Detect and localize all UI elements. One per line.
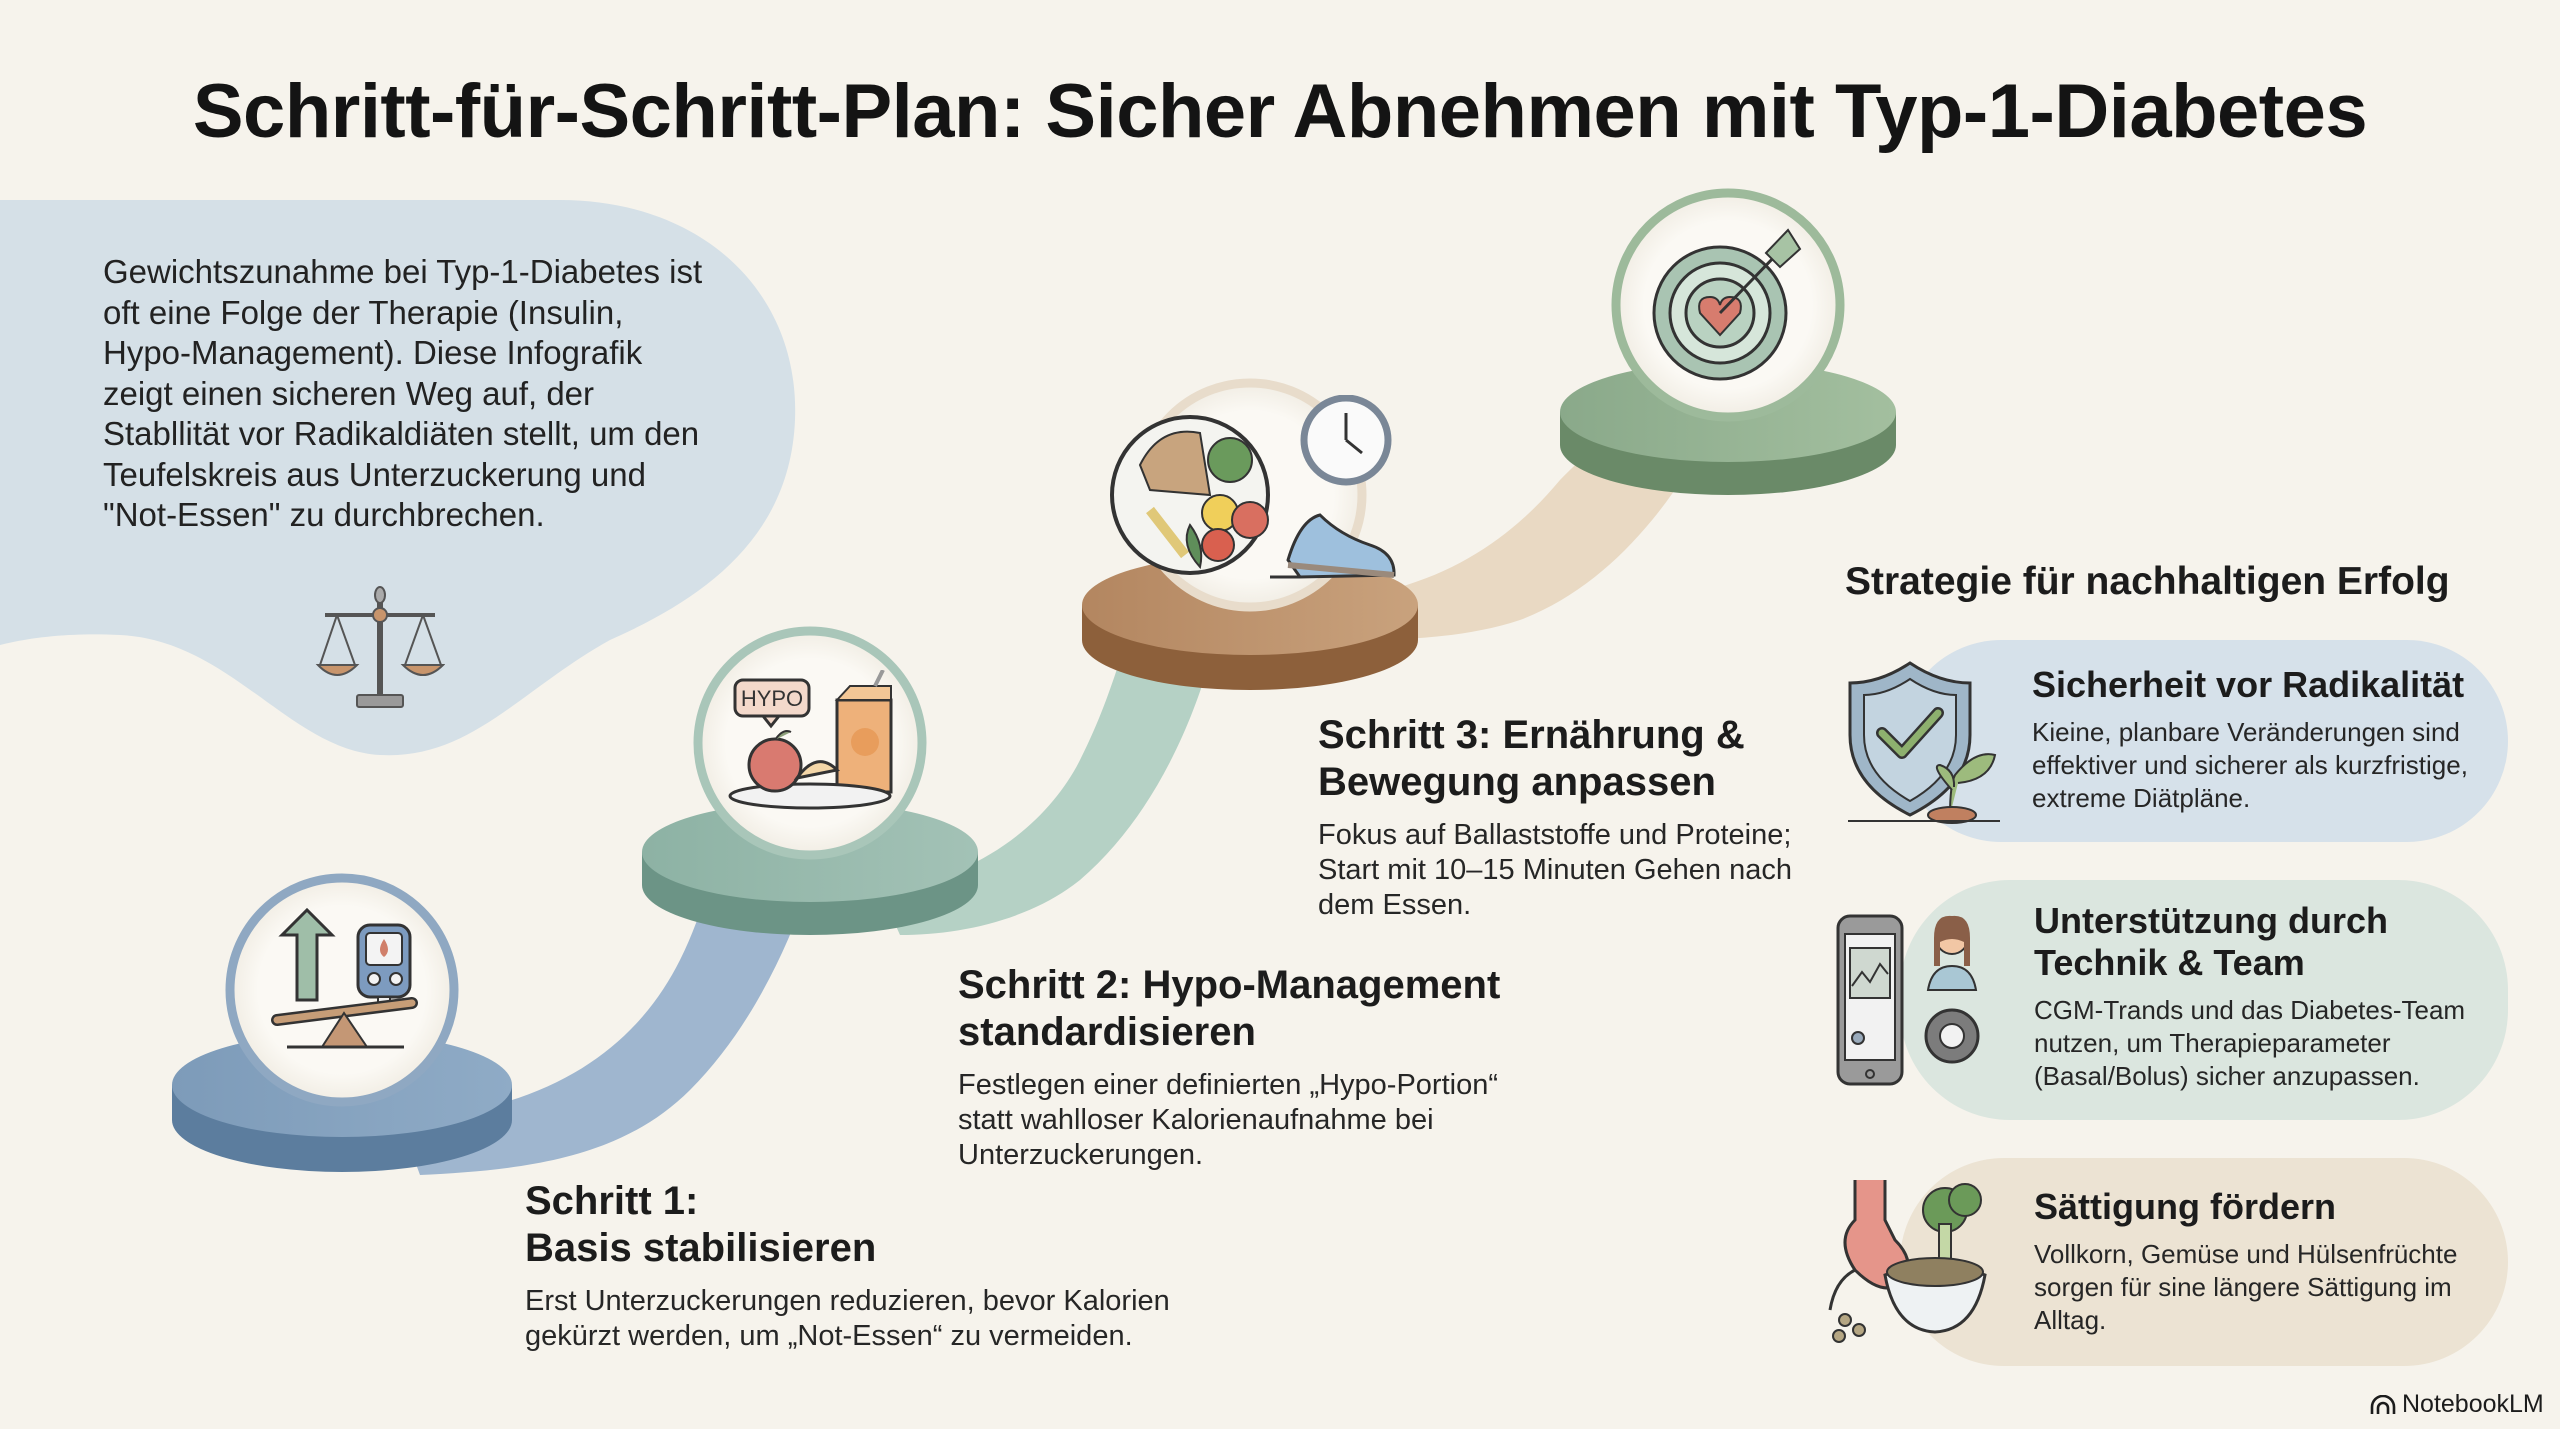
svg-text:HYPO: HYPO — [741, 686, 803, 711]
plate-clock-shoe-icon — [1110, 395, 1396, 579]
intro-blob — [0, 200, 796, 756]
strategy-card-safety-description: Kieine, planbare Veränderungen sind effe… — [2032, 717, 2468, 813]
hypo-snack-icon: HYPO — [728, 670, 893, 810]
step-2-description: Festlegen einer definierten „Hypo-Portio… — [958, 1069, 1498, 1171]
step-1-title-line1: Schritt 1: — [525, 1179, 699, 1223]
step-1-description: Erst Unterzuckerungen reduzieren, bevor … — [525, 1285, 1170, 1352]
intro-text: Gewichtszunahme bei Typ-1-Diabetes ist o… — [103, 253, 703, 533]
strategy-card-safety-text: Sicherheit vor Radikalität Kieine, planb… — [2032, 664, 2502, 815]
brand-label: NotebookLM — [2402, 1390, 2544, 1418]
strategy-card-satiety-description: Vollkorn, Gemüse und Hülsenfrüchte sorge… — [2034, 1239, 2458, 1335]
strategy-heading: Strategie für nachhaltigen Erfolg — [1845, 560, 2450, 603]
strategy-card-support-description: CGM-Trands und das Diabetes-Team nutzen,… — [2034, 995, 2466, 1091]
step-2-title-line2: standardisieren — [958, 1010, 1256, 1054]
step-1-title-line2: Basis stabilisieren — [525, 1226, 877, 1270]
step-3: Schritt 3: Ernährung & Bewegung anpassen… — [1318, 712, 1818, 923]
step-3-title-line1: Schritt 3: Ernährung & — [1318, 713, 1745, 757]
scale-balance-icon — [315, 586, 445, 708]
strategy-card-satiety-text: Sättigung fördern Vollkorn, Gemüse und H… — [2034, 1186, 2504, 1337]
glucose-meter-seesaw-icon — [271, 907, 418, 1049]
strategy-card-safety — [1900, 640, 2508, 842]
strategy-card-support-title-line2: Technik & Team — [2034, 942, 2305, 983]
notebooklm-logo-icon — [2370, 1394, 2396, 1414]
strategy-card-safety-title: Sicherheit vor Radikalität — [2032, 664, 2465, 705]
strategy-card-satiety-title: Sättigung fördern — [2034, 1186, 2336, 1227]
stomach-broccoli-bowl-icon — [1828, 1180, 1987, 1343]
step-3-title-line2: Bewegung anpassen — [1318, 760, 1716, 804]
strategy-card-satiety — [1900, 1158, 2508, 1366]
step-2: Schritt 2: Hypo-Management standardisier… — [958, 962, 1558, 1173]
shield-check-plant-icon — [1848, 661, 2000, 824]
ribbon-step3-to-step4 — [1330, 430, 1700, 640]
ribbon-step2-to-step3 — [880, 660, 1210, 935]
step-3-description: Fokus auf Ballaststoffe und Proteine; St… — [1318, 819, 1792, 921]
notebooklm-branding: NotebookLM — [2370, 1390, 2544, 1419]
phone-doctor-gear-icon — [1836, 914, 1980, 1086]
platform-step3 — [1082, 555, 1418, 690]
step-2-title-line1: Schritt 2: Hypo-Management — [958, 963, 1501, 1007]
strategy-card-support — [1900, 880, 2508, 1120]
strategy-card-support-title-line1: Unterstützung durch — [2034, 900, 2388, 941]
ribbon-step1-to-step2 — [400, 850, 820, 1175]
page-title: Schritt-für-Schritt-Plan: Sicher Abnehme… — [192, 69, 2368, 154]
step-1: Schritt 1: Basis stabilisieren Erst Unte… — [525, 1178, 1245, 1354]
strategy-card-support-text: Unterstützung durch Technik & Team CGM-T… — [2034, 900, 2504, 1093]
target-heart-icon — [1652, 228, 1802, 381]
